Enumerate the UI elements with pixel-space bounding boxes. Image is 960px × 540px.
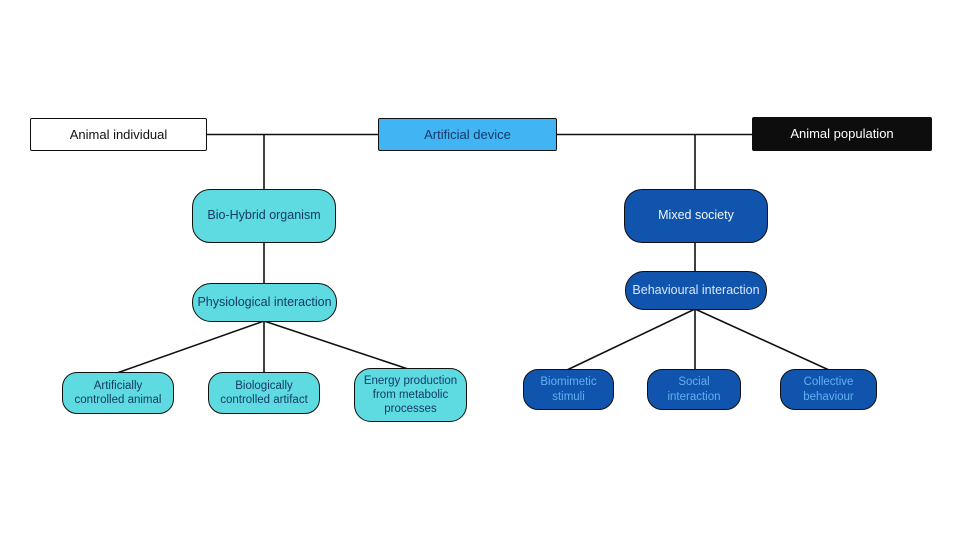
node-behavioural-interaction: Behavioural interaction bbox=[625, 271, 767, 310]
node-animal-population: Animal population bbox=[752, 117, 932, 151]
node-energy-production: Energy production from metabolic process… bbox=[354, 368, 467, 422]
node-social-interaction: Social interaction bbox=[647, 369, 741, 410]
node-animal-individual: Animal individual bbox=[30, 118, 207, 151]
node-collective-behaviour: Collective behaviour bbox=[780, 369, 877, 410]
node-mixed-society: Mixed society bbox=[624, 189, 768, 243]
node-biomimetic-stimuli: Biomimetic stimuli bbox=[523, 369, 614, 410]
node-artificially-controlled-animal: Artificially controlled animal bbox=[62, 372, 174, 414]
node-artificial-device: Artificial device bbox=[378, 118, 557, 151]
node-bio-hybrid-organism: Bio-Hybrid organism bbox=[192, 189, 336, 243]
node-biologically-controlled-artifact: Biologically controlled artifact bbox=[208, 372, 320, 414]
node-physiological-interaction: Physiological interaction bbox=[192, 283, 337, 322]
